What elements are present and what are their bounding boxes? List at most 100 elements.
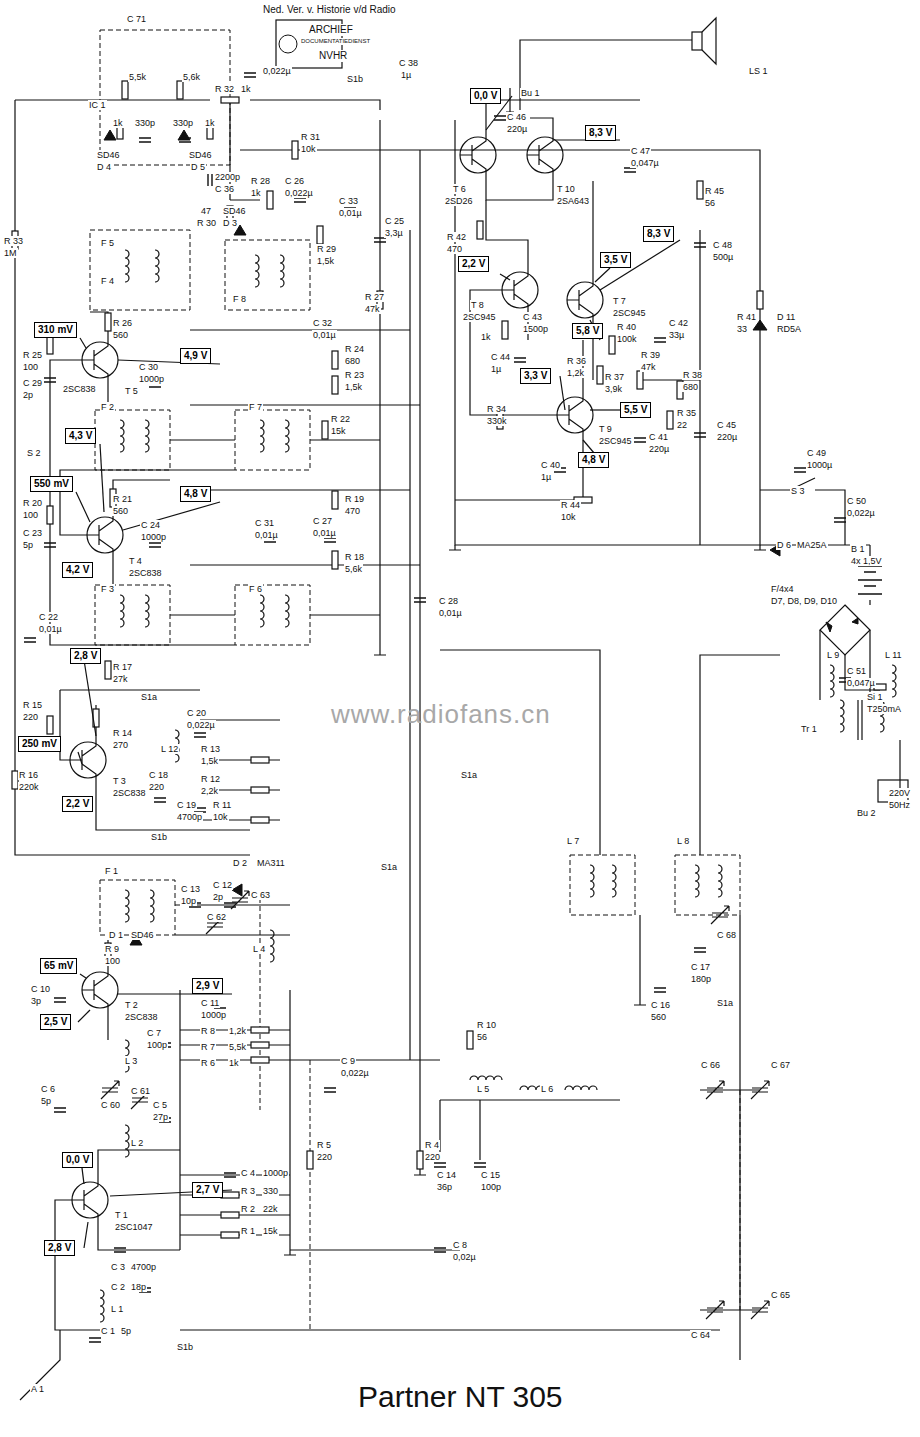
coil-symbol [255,255,259,287]
component-label: T 5 [124,386,139,396]
component-label: 56 [704,198,716,208]
fuse-symbol [874,684,886,690]
capacitor-symbol [54,1108,66,1112]
resistor-symbol [332,491,338,509]
leader-line [78,1010,90,1022]
capacitor-symbol [474,1163,486,1167]
component-label: F 3 [100,584,115,594]
voltage-reading: 2,2 V [66,798,89,809]
leader-line [76,492,90,522]
resistor-symbol [307,1151,313,1169]
resistor-symbol [502,321,508,339]
component-label: 0,047µ [846,678,876,688]
leader-line [595,268,610,282]
coil-symbol [270,930,274,962]
capacitor-symbol [694,948,706,952]
component-label: C 45 [716,420,737,430]
shield-can [100,30,230,165]
component-label: 2SC1047 [114,1222,154,1232]
component-label: R 14 [112,728,133,738]
wire [379,120,380,650]
component-label: C 47 [630,146,651,156]
component-label: 330p [172,118,194,128]
coil-symbol [695,865,699,897]
wire [486,100,640,200]
component-label: C 64 [690,1330,711,1340]
component-label: C 38 [398,58,419,68]
resistor-symbol [267,191,273,209]
component-label: C 6 [40,1084,56,1094]
wire [60,470,235,535]
component-label: C 20 [186,708,207,718]
voltage-box: 2,5 V [40,1014,71,1030]
coil-symbol [155,250,159,282]
wire [520,40,692,110]
capacitor-symbol [149,543,161,547]
component-label: 2SC838 [112,788,147,798]
component-label: 5p [22,540,34,550]
component-label: S1a [460,770,478,780]
voltage-reading: 4,9 V [184,350,207,361]
component-label: 5,5k [128,72,147,82]
voltage-reading: 550 mV [34,478,69,489]
resistor-symbol [667,411,673,429]
component-label: 220 [424,1152,441,1162]
transistor-symbol [87,509,123,561]
component-label: C 68 [716,930,737,940]
component-label: 36p [436,1182,453,1192]
voltage-box: 4,3 V [65,428,96,444]
component-label: R 28 [250,176,271,186]
component-label: Tr 1 [800,724,818,734]
transistor-symbol [502,264,538,316]
component-label: S1b [150,832,168,842]
component-label: C 71 [126,14,147,24]
component-label: R 11 [212,800,232,810]
component-label: 27p [152,1112,169,1122]
component-label: 1k [228,1058,240,1068]
component-label: 1000µ [806,460,833,470]
component-label: 2SC838 [62,384,97,394]
ground-symbol [634,1000,646,1005]
coil-symbol [120,420,124,452]
capacitor-symbol [514,358,526,362]
voltage-box: 3,5 V [600,252,631,268]
diode-symbol [104,130,116,140]
shield-can [90,30,740,1330]
leader-line [600,240,680,290]
wire [409,230,410,1060]
coil-symbol [285,595,289,627]
voltage-box: 4,8 V [180,486,211,502]
component-label: R 23 [344,370,365,380]
component-label: MA25A [796,540,828,550]
component-label: T 2 [124,1000,139,1010]
component-label: 33 [736,324,748,334]
coil-symbol [125,1125,129,1157]
component-label: 1µ [490,364,502,374]
resistor-symbol [332,551,338,569]
speaker-symbol [506,88,514,112]
wire [20,1330,60,1400]
component-label: F 1 [104,866,119,876]
component-label: C 27 [312,516,333,526]
component-label: S 3 [790,486,806,496]
resistor-symbol [322,421,328,439]
resistor-symbol [697,181,703,199]
component-label: C 14 [436,1170,457,1180]
component-label: 100k [616,334,638,344]
voltage-box: 310 mV [34,322,77,338]
component-label: 180p [690,974,712,984]
component-label: T 10 [556,184,576,194]
wire [15,100,380,110]
component-label: L 2 [130,1138,144,1148]
component-label: R 30 [196,218,217,228]
transistor-symbol [82,964,118,1016]
capacitor-symbol [834,518,846,522]
ground-symbol [414,1170,426,1175]
component-label: ARCHIEF [308,24,354,36]
component-label: C 11 [200,998,220,1008]
component-label: C 61 [130,1086,151,1096]
ground-symbol [374,650,386,655]
component-label: F 6 [248,584,263,594]
watermark: www.radiofans.cn [330,700,552,730]
component-label: 1µ [540,472,552,482]
